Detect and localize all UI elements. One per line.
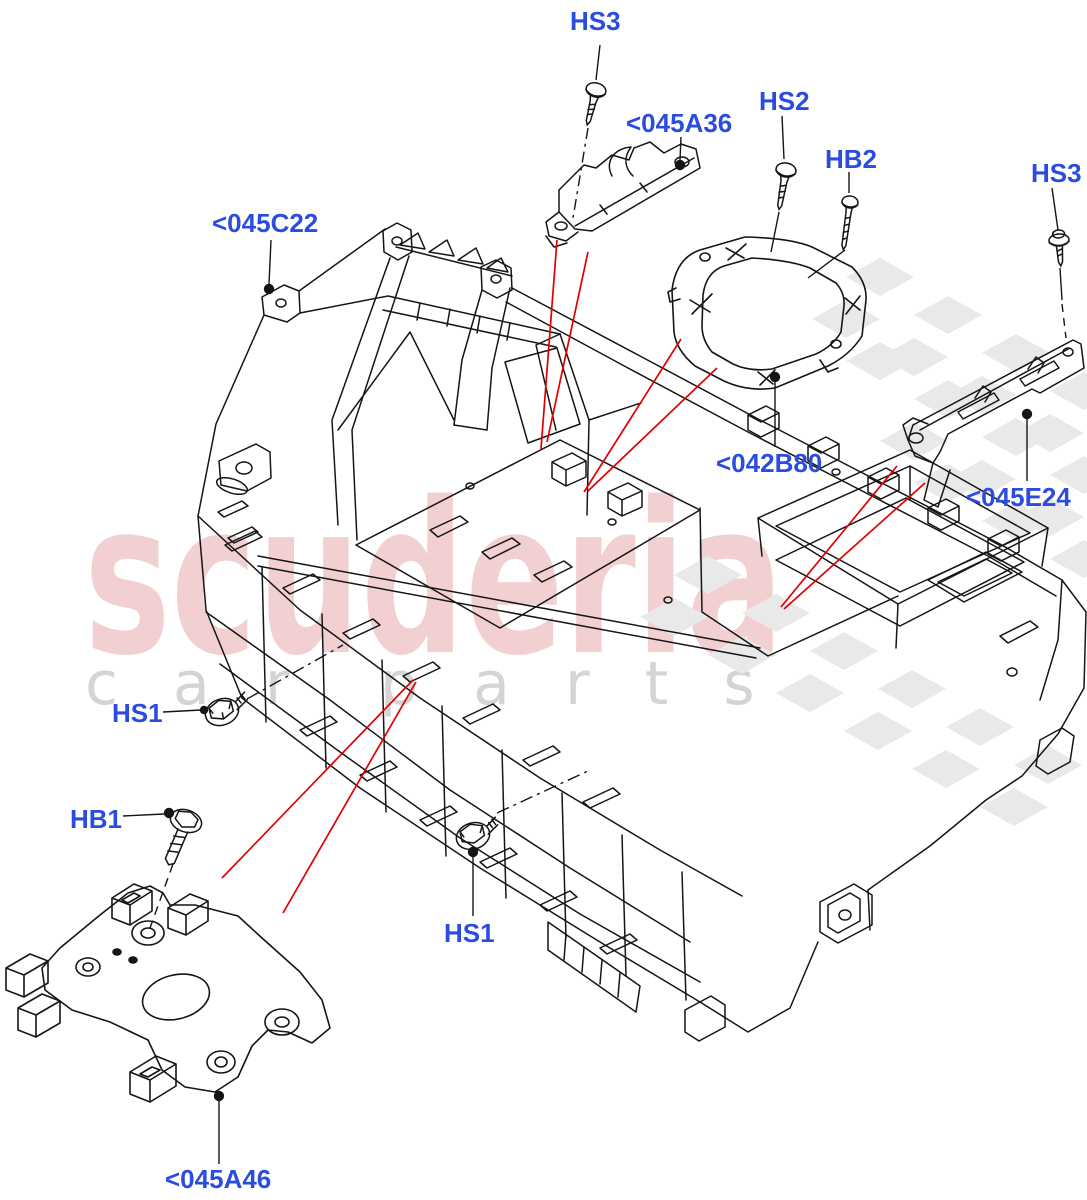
part-045a36-bracket [545,141,701,248]
red-leader-lines [221,239,926,914]
watermark: scuderia c a r p a r t s [84,258,1087,826]
callout-hb1[interactable]: HB1 [70,804,123,834]
callout-hs3-right[interactable]: HS3 [1031,158,1082,188]
callout-part-045a36[interactable]: <045A36 [626,108,733,138]
watermark-word-parts: p a r t s [380,649,773,719]
watermark-word-car: c a r [85,649,308,719]
bolt-hs1-left [204,691,249,727]
part-045a46-plate [5,883,331,1103]
screw-hb2 [841,195,859,252]
callout-hs3-top[interactable]: HS3 [570,6,621,36]
screw-hs3-top [585,82,607,127]
callout-part-045c22[interactable]: <045C22 [212,208,319,238]
console-body [197,222,1087,1042]
bolt-hs1-bottom [455,816,499,851]
callout-part-045e24[interactable]: <045E24 [966,482,1071,512]
callout-hs1-bottom[interactable]: HS1 [444,918,495,948]
callout-part-042b80[interactable]: <042B80 [716,448,823,478]
callout-part-045a46[interactable]: <045A46 [165,1164,272,1194]
callout-hs1-left[interactable]: HS1 [112,698,163,728]
assembly-axis-lines [149,127,1067,929]
callout-leader-lines [122,44,1059,1164]
callout-hs2[interactable]: HS2 [759,86,810,116]
screw-hs3-right [1048,229,1070,268]
callout-hb2[interactable]: HB2 [825,144,878,174]
bolt-hb1 [164,808,203,866]
watermark-brand: scuderia [84,457,784,702]
screw-hs2 [775,162,797,212]
part-045e24-bracket [902,339,1085,508]
